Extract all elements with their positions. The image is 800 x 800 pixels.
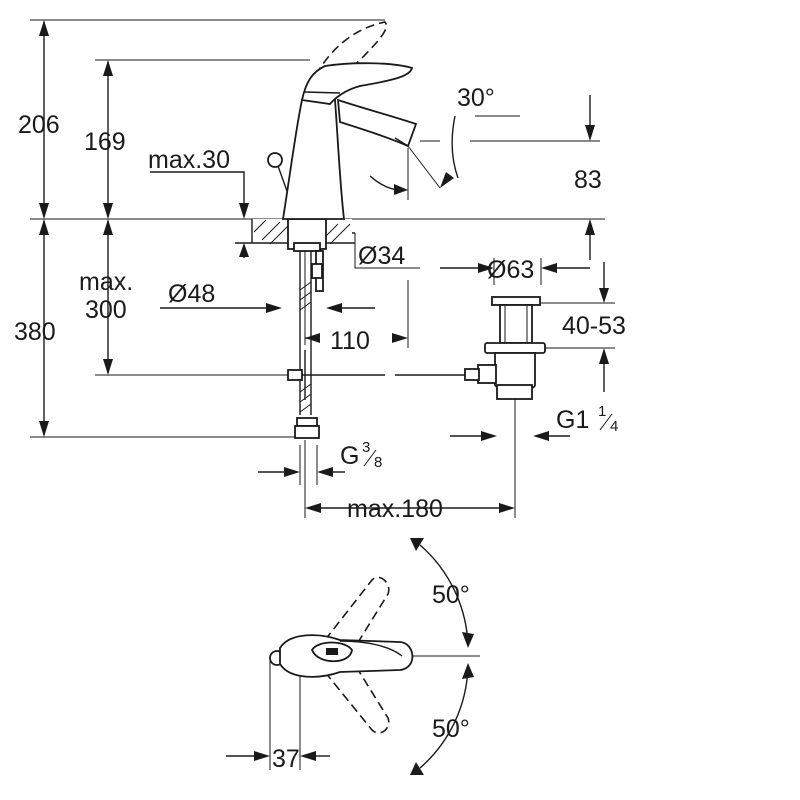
pipe-centerline — [287, 350, 470, 400]
angle-30-indicator — [369, 115, 459, 200]
dim-o63-label: Ø63 — [487, 256, 534, 284]
dim-g114-label: G1 1 4 — [556, 403, 618, 435]
dim-o63-line — [440, 258, 590, 285]
dim-40-53-line — [599, 262, 609, 392]
dim-169-label: 169 — [84, 128, 126, 156]
dim-206-line — [39, 20, 49, 219]
dim-50deg-top-label: 50° — [432, 581, 470, 609]
dim-o48-line — [160, 303, 375, 313]
dim-g38-line — [258, 445, 345, 485]
dim-83-line — [585, 95, 595, 260]
dim-110-label: 110 — [330, 327, 370, 355]
dim-g38-main: G — [340, 442, 359, 470]
dim-30deg-label: 30° — [457, 84, 495, 112]
dim-max30-line — [150, 171, 249, 258]
dim-40-53-label: 40-53 — [562, 312, 626, 340]
dim-o34-label: Ø34 — [358, 242, 405, 270]
dim-g38-label: G 3 8 — [340, 439, 382, 471]
faucet-side-view — [235, 21, 418, 439]
dim-max-label: max. — [79, 268, 133, 296]
waste-fitting — [464, 296, 546, 400]
dim-380-line — [39, 219, 49, 437]
top-view — [226, 538, 480, 775]
dim-max300-line — [103, 219, 113, 375]
dim-37-label: 37 — [272, 745, 300, 773]
dim-max180-line — [304, 398, 516, 518]
dim-g114-main: G1 — [556, 406, 589, 434]
dim-max30-label: max.30 — [148, 146, 230, 174]
dim-g38-den: 8 — [374, 454, 382, 471]
dim-g114-den: 4 — [610, 418, 618, 435]
dim-g114-line — [450, 431, 570, 441]
dim-206-label: 206 — [18, 111, 60, 139]
dim-50deg-bottom-label: 50° — [432, 715, 470, 743]
dim-max180-label: max.180 — [347, 495, 443, 523]
dim-o48-label: Ø48 — [168, 280, 215, 308]
dim-g38-num: 3 — [362, 439, 370, 456]
dim-83-label: 83 — [574, 166, 602, 194]
dim-169-line — [103, 60, 113, 219]
dim-110-line — [304, 250, 409, 348]
dim-g114-num: 1 — [598, 403, 606, 420]
dim-300-label: 300 — [85, 296, 127, 324]
dim-380-label: 380 — [14, 318, 56, 346]
